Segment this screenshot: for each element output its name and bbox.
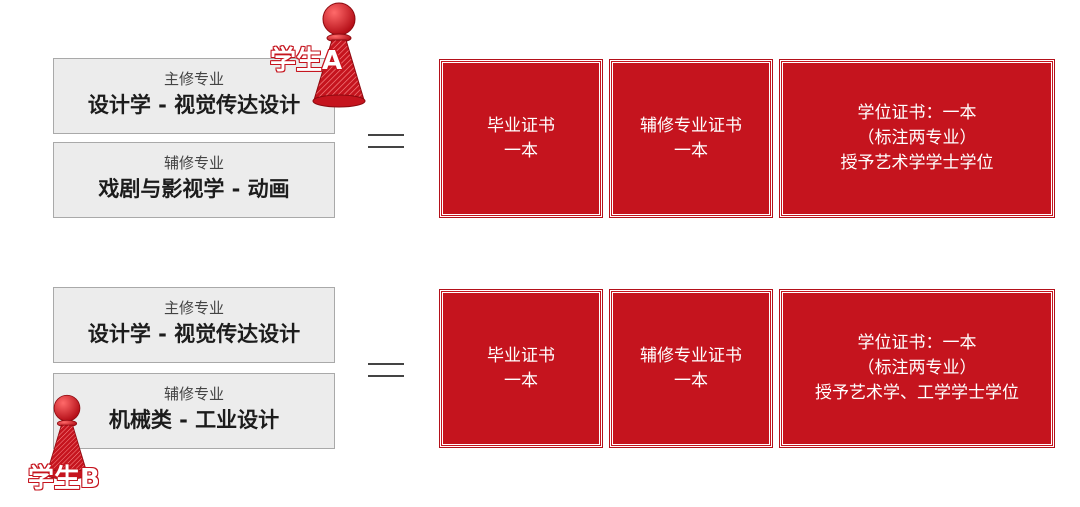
studentA-major-title: 主修专业 — [163, 70, 224, 88]
studentA-outcome-degree: 学位证书：一本 （标注两专业） 授予艺术学学士学位 — [780, 60, 1054, 217]
outcome-line: 毕业证书 — [487, 115, 555, 136]
studentA-outcome-minor-cert: 辅修专业证书 一本 — [610, 60, 772, 217]
outcome-line: 辅修专业证书 — [640, 345, 742, 366]
studentA-major-box: 主修专业 设计学 - 视觉传达设计 — [53, 58, 335, 134]
outcome-line: 学位证书：一本 — [857, 333, 977, 353]
studentB-outcome-graduation: 毕业证书 一本 — [440, 290, 602, 447]
outcome-line: 一本 — [504, 140, 538, 161]
studentA-outcome-graduation: 毕业证书 一本 — [440, 60, 602, 217]
studentB-equals-sign — [368, 363, 404, 377]
outcome-line: 一本 — [674, 370, 708, 391]
studentB-minor-title: 辅修专业 — [163, 385, 224, 403]
studentA-minor-title: 辅修专业 — [163, 154, 224, 172]
studentA-major-value: 设计学 - 视觉传达设计 — [87, 93, 301, 117]
studentB-outcome-minor-cert: 辅修专业证书 一本 — [610, 290, 772, 447]
studentA-minor-value: 戏剧与影视学 - 动画 — [98, 177, 290, 201]
outcome-line: （标注两专业） — [857, 128, 977, 148]
outcome-line: （标注两专业） — [857, 358, 977, 378]
studentA-equals-sign — [368, 134, 404, 148]
studentB-minor-box: 辅修专业 机械类 - 工业设计 — [53, 373, 335, 449]
outcome-line: 辅修专业证书 — [640, 115, 742, 136]
outcome-line: 学位证书：一本 — [857, 103, 977, 123]
studentB-minor-value: 机械类 - 工业设计 — [108, 408, 280, 432]
studentB-outcome-degree: 学位证书：一本 （标注两专业） 授予艺术学、工学学士学位 — [780, 290, 1054, 447]
outcome-line: 一本 — [674, 140, 708, 161]
outcome-line: 一本 — [504, 370, 538, 391]
pawn-icon — [312, 2, 366, 108]
outcome-line: 授予艺术学学士学位 — [840, 153, 994, 173]
studentB-label: 学生B — [28, 464, 100, 494]
studentB-major-title: 主修专业 — [163, 299, 224, 317]
studentB-major-value: 设计学 - 视觉传达设计 — [87, 322, 301, 346]
studentA-minor-box: 辅修专业 戏剧与影视学 - 动画 — [53, 142, 335, 218]
outcome-line: 授予艺术学、工学学士学位 — [815, 383, 1019, 403]
pawn-icon — [45, 394, 89, 480]
studentB-major-box: 主修专业 设计学 - 视觉传达设计 — [53, 287, 335, 363]
studentA-label: 学生A — [270, 46, 343, 76]
outcome-line: 毕业证书 — [487, 345, 555, 366]
